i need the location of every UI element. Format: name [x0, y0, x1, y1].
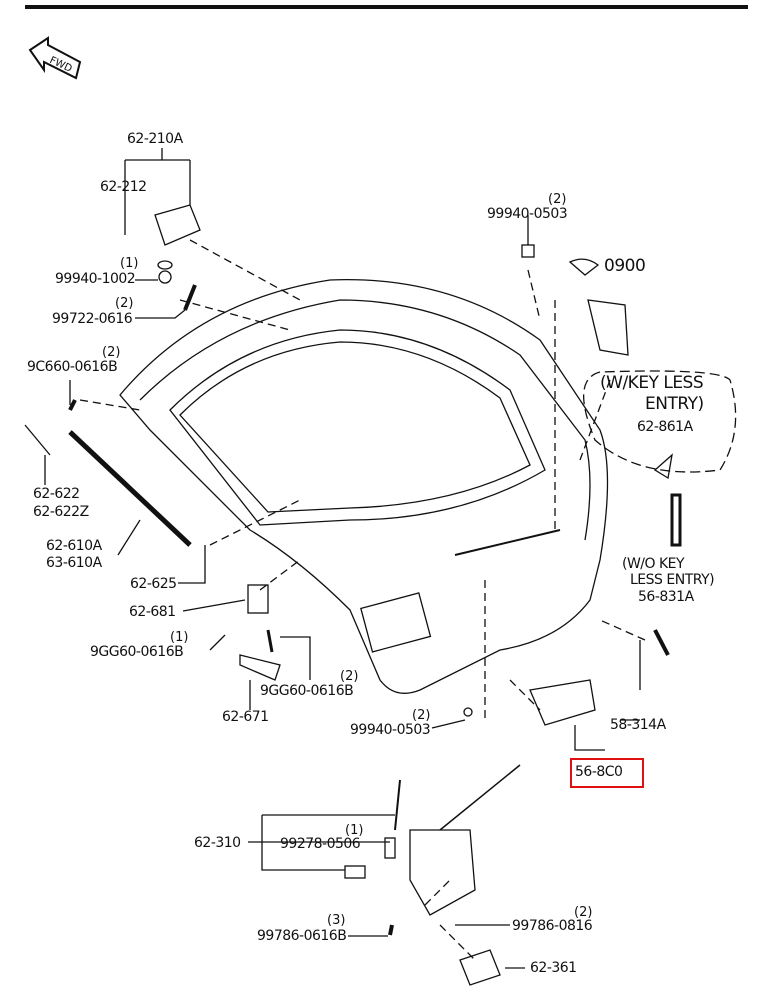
no-keyless-note-1: (W/O KEY	[622, 556, 685, 572]
part-label-62-361[interactable]: 62-361	[530, 960, 577, 976]
part-label-62-210A[interactable]: 62-210A	[127, 131, 183, 147]
part-label-62-622[interactable]: 62-622	[33, 486, 80, 502]
part-label-9GG60-0616B-b[interactable]: 9GG60-0616B	[260, 683, 354, 699]
liftgate-outline	[119, 278, 609, 694]
no-keyless-note-2: LESS ENTRY)	[630, 572, 715, 588]
part-label-63-610A[interactable]: 63-610A	[46, 555, 102, 571]
latch-62-310	[409, 829, 476, 916]
fwd-arrow-icon: FWD	[28, 36, 82, 80]
part-label-58-314A[interactable]: 58-314A	[610, 717, 666, 733]
qty-99940-0503-a: (2)	[548, 192, 567, 207]
qty-99722-0616: (2)	[115, 296, 134, 311]
svg-text:FWD: FWD	[48, 55, 74, 75]
gas-strut	[68, 430, 192, 547]
part-label-56-8C0[interactable]: 56-8C0	[575, 764, 623, 780]
double-arrow-icon	[670, 493, 682, 547]
lock-cylinder	[587, 299, 629, 356]
bracket-62-681	[247, 584, 269, 614]
qty-99940-1002: (1)	[120, 256, 139, 271]
part-label-99786-0616B[interactable]: 99786-0616B	[257, 928, 347, 944]
leader-dashes	[79, 239, 646, 961]
qty-99940-0503-b: (2)	[412, 708, 431, 723]
qty-99786-0816: (2)	[574, 905, 593, 920]
part-label-56-831A[interactable]: 56-831A	[638, 589, 694, 605]
part-label-62-212[interactable]: 62-212	[100, 179, 147, 195]
hinge-shape	[154, 204, 201, 246]
part-shapes	[24, 204, 737, 986]
part-label-62-622Z[interactable]: 62-622Z	[33, 504, 89, 520]
part-label-62-671[interactable]: 62-671	[222, 709, 269, 725]
part-label-99940-1002[interactable]: 99940-1002	[55, 271, 136, 287]
part-label-62-861A[interactable]: 62-861A	[637, 419, 693, 435]
qty-9GG60-0616B-a: (1)	[170, 630, 189, 645]
part-label-99722-0616[interactable]: 99722-0616	[52, 311, 133, 327]
handle-58-314A	[529, 679, 596, 726]
part-label-62-610A[interactable]: 62-610A	[46, 538, 102, 554]
part-label-9C660-0616B[interactable]: 9C660-0616B	[27, 359, 118, 375]
qty-9C660-0616B: (2)	[102, 345, 121, 360]
part-label-99278-0506[interactable]: 99278-0506	[280, 836, 361, 852]
keyless-entry-note-1: (W/KEY LESS	[600, 373, 704, 393]
license-plate-recess	[360, 592, 432, 653]
highlight-box	[570, 758, 644, 788]
rear-window	[169, 329, 546, 526]
part-label-62-625[interactable]: 62-625	[130, 576, 177, 592]
qty-9GG60-0616B-b: (2)	[340, 669, 359, 684]
part-label-0900[interactable]: 0900	[604, 256, 646, 276]
qty-99786-0616B: (3)	[327, 913, 346, 928]
part-label-9GG60-0616B-a[interactable]: 9GG60-0616B	[90, 644, 184, 660]
striker-62-361	[459, 949, 501, 986]
keyless-callout	[583, 370, 737, 473]
keyless-entry-note-2: ENTRY)	[645, 394, 704, 414]
part-label-99940-0503-b[interactable]: 99940-0503	[350, 722, 431, 738]
part-label-99786-0816[interactable]: 99786-0816	[512, 918, 593, 934]
leader-lines	[44, 148, 641, 969]
striker-62-671	[239, 654, 281, 681]
qty-99278-0506: (1)	[345, 823, 364, 838]
part-label-99940-0503-a[interactable]: 99940-0503	[487, 206, 568, 222]
part-label-62-310[interactable]: 62-310	[194, 835, 241, 851]
part-label-62-681[interactable]: 62-681	[129, 604, 176, 620]
